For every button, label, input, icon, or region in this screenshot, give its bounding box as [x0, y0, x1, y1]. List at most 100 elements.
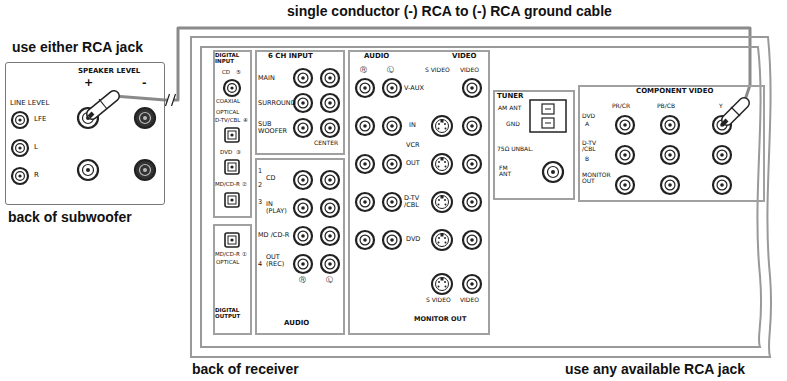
rca-jack: [383, 193, 401, 211]
rca-jack: [18, 174, 21, 177]
optical-jack: [225, 160, 239, 174]
panel-label: 75Ω UNBAL.: [497, 146, 533, 152]
panel-label: OUT: [406, 160, 420, 167]
panel-label: ①: [242, 252, 247, 258]
rca-jack: [16, 144, 25, 153]
rca-jack: [143, 168, 147, 172]
rca-jack: [16, 116, 25, 125]
panel-label: L: [34, 144, 38, 151]
rca-jack: [140, 165, 151, 176]
rca-jack: [467, 121, 477, 131]
panel-label: SUB WOOFER: [258, 121, 286, 135]
panel-label: DVD: [582, 113, 595, 119]
rca-jack: [78, 160, 98, 180]
s-video-jack: [432, 230, 452, 250]
panel-label: S VIDEO: [426, 297, 451, 303]
rca-jack: [383, 231, 401, 249]
panel-label: MD/CD-R: [215, 182, 240, 188]
callout-note: use any available RCA jack: [563, 362, 747, 377]
rca-jack: [140, 113, 151, 124]
rca-plug: [722, 103, 744, 125]
rca-jack: [298, 203, 308, 213]
rca-jack: [463, 231, 481, 249]
panel-label: 4: [258, 261, 262, 268]
s-video-jack: [445, 128, 447, 130]
rca-jack: [620, 120, 630, 130]
rca-jack: [470, 282, 474, 286]
s-video-jack: [441, 158, 444, 161]
panel-label: DVD: [220, 150, 232, 156]
panel-label: Ⓡ: [360, 67, 367, 74]
rca-jack: [470, 200, 474, 204]
rca-jack: [356, 193, 374, 211]
panel-caption: back of receiver: [192, 362, 299, 377]
rca-jack: [12, 140, 28, 156]
panel-label: Ⓛ: [326, 277, 333, 284]
ground-cable-extension: [114, 85, 750, 103]
s-video-jack: [436, 158, 449, 171]
s-video-jack: [445, 204, 447, 206]
rca-plug: [92, 96, 114, 114]
panel-label: FM ANT: [499, 165, 515, 178]
panel-label: CD: [222, 70, 230, 76]
rca-jack: [321, 255, 339, 273]
rca-jack: [470, 124, 474, 128]
rca-jack: [325, 73, 335, 83]
s-video-jack: [432, 154, 452, 174]
rca-jack: [325, 175, 335, 185]
six-channel-input-group: 6 CH INPUTMAINSURROUNDSUB WOOFERCENTER: [255, 50, 345, 155]
rca-jack: [294, 94, 312, 112]
optical-jack: [228, 131, 236, 139]
rca-jack: [470, 162, 474, 166]
rca-jack: [230, 86, 233, 89]
rca-jack: [328, 234, 332, 238]
optical-jack: [225, 128, 239, 142]
panel-label: COAXIAL: [216, 99, 240, 105]
rca-jack: [301, 178, 305, 182]
optical-jack: [230, 198, 233, 201]
s-video-jack: [441, 196, 444, 199]
rca-jack: [616, 116, 634, 134]
rca-jack: [321, 227, 339, 245]
panel-label: A: [585, 121, 589, 127]
s-video-jack: [432, 274, 452, 294]
panel-label: D-TV /CBL: [582, 140, 606, 153]
rca-jack: [328, 178, 332, 182]
panel-label: ④: [243, 118, 248, 124]
rca-jack: [383, 79, 401, 97]
panel-label: B: [585, 156, 589, 162]
rca-jack: [463, 193, 481, 211]
audio-video-group: AUDIOVIDEOⓇⓁS VIDEOVIDEOV-AUXINVCROUTD-T…: [348, 50, 490, 335]
rca-jack: [387, 235, 397, 245]
rca-jack: [135, 160, 155, 180]
s-video-jack: [445, 166, 447, 168]
rca-jack: [661, 146, 679, 164]
rca-jack: [294, 69, 312, 87]
rca-jack: [463, 79, 481, 97]
rca-jack: [321, 171, 339, 189]
rca-jack: [661, 116, 679, 134]
rca-jack: [616, 176, 634, 194]
s-video-jack: [438, 204, 440, 206]
rca-jack: [294, 69, 312, 87]
rca-jack: [390, 124, 394, 128]
rca-jack: [463, 117, 481, 135]
panel-label: SPEAKER LEVEL: [78, 68, 140, 75]
rca-jack: [387, 159, 397, 169]
panel-label: OPTICAL: [216, 260, 239, 266]
rca-jack: [623, 183, 627, 187]
rca-jack: [543, 162, 563, 182]
s-video-jack: [432, 230, 452, 250]
rca-jack: [623, 123, 627, 127]
rca-jack: [360, 197, 370, 207]
panel-label: VCR: [406, 142, 420, 149]
optical-jack: [225, 233, 239, 247]
panel-label: MONITOR OUT: [582, 172, 612, 185]
rca-jack: [470, 86, 474, 90]
panel-label: Y: [719, 103, 723, 109]
rca-jack: [86, 168, 90, 172]
panel-label: DIGITAL OUTPUT: [215, 308, 251, 320]
rca-jack: [620, 150, 630, 160]
rca-jack: [301, 234, 305, 238]
rca-jack: [356, 193, 374, 211]
